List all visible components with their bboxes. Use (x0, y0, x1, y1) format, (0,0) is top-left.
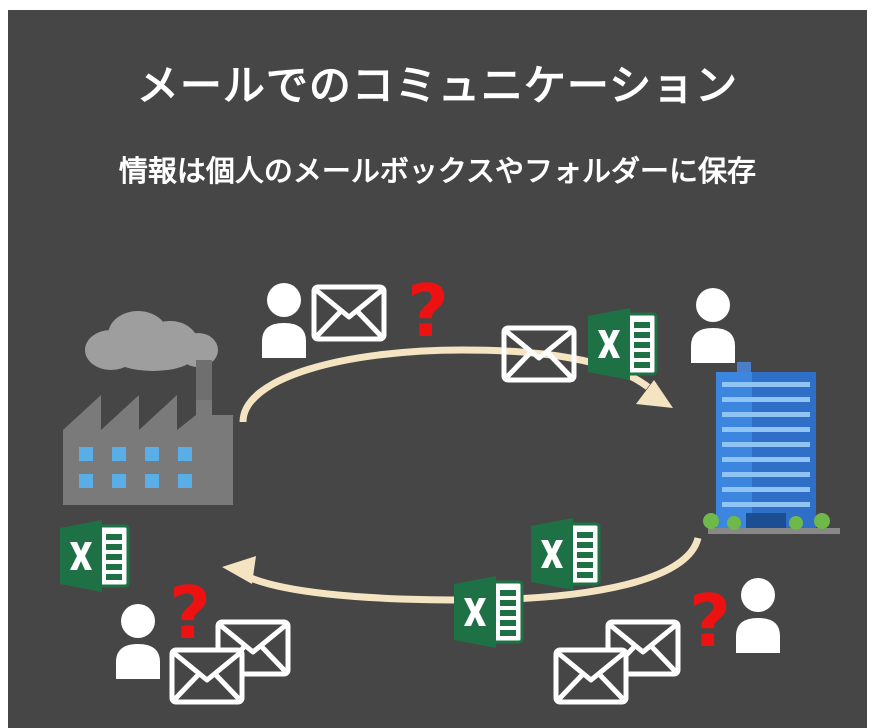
excel-file-icon (452, 574, 524, 650)
slide-subtitle: 情報は個人のメールボックスやフォルダーに保存 (118, 154, 757, 188)
slide: メールでのコミュニケーション 情報は個人のメールボックスやフォルダーに保存 (8, 10, 867, 728)
excel-file-icon (529, 516, 601, 592)
person-icon (691, 288, 735, 363)
excel-file-icon (586, 306, 658, 382)
slide-title: メールでのコミュニケーション (136, 61, 739, 110)
person-icon (736, 578, 780, 653)
communication-diagram: ? ? ? (58, 269, 840, 728)
mail-envelope-icon (314, 287, 384, 339)
person-icon (262, 283, 306, 358)
question-mark-icon: ? (169, 571, 211, 655)
question-mark-icon: ? (407, 269, 449, 353)
mail-envelope-icon (172, 650, 242, 702)
person-icon (116, 604, 160, 679)
factory-icon (63, 311, 233, 505)
excel-file-icon (58, 518, 130, 594)
mail-envelope-icon (556, 650, 626, 702)
building-icon (703, 362, 840, 534)
question-mark-icon: ? (689, 579, 731, 663)
